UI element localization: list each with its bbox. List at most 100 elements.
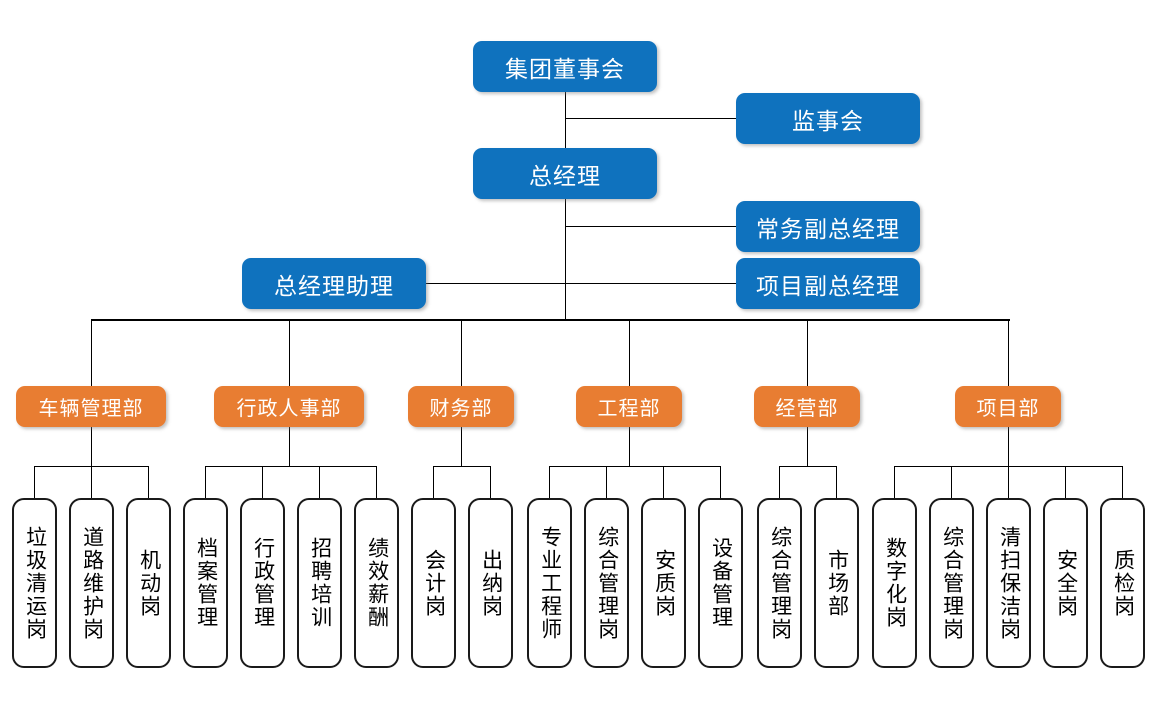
node-project-deputy-gm[interactable]: 项目副总经理 — [736, 258, 920, 309]
node-executive-deputy-gm-label: 常务副总经理 — [756, 215, 900, 242]
node-position-safety[interactable]: 安全岗 — [1043, 498, 1088, 668]
node-department-operations[interactable]: 经营部 — [754, 386, 860, 427]
drop-dept-5 — [807, 319, 808, 386]
dept4-bus — [549, 466, 721, 467]
dept6-drop-3 — [1008, 466, 1009, 498]
dept4-drop-2 — [606, 466, 607, 498]
node-department-engineering[interactable]: 工程部 — [576, 386, 682, 427]
dept2-drop-1 — [205, 466, 206, 498]
node-department-admin-hr[interactable]: 行政人事部 — [214, 386, 364, 427]
dept2-drop-2 — [262, 466, 263, 498]
dept6-drop-2 — [951, 466, 952, 498]
node-department-label: 行政人事部 — [236, 398, 342, 420]
node-position-label: 清扫保洁岗 — [997, 525, 1021, 641]
dept2-drop-3 — [319, 466, 320, 498]
node-department-label: 工程部 — [597, 398, 661, 420]
node-position-admin-management[interactable]: 行政管理 — [240, 498, 285, 668]
connector-gm-spine — [565, 199, 566, 319]
dept5-bus — [779, 466, 837, 467]
node-department-label: 财务部 — [429, 398, 493, 420]
node-position-label: 垃圾清运岗 — [23, 525, 47, 641]
node-position-waste-removal[interactable]: 垃圾清运岗 — [12, 498, 57, 668]
node-department-finance[interactable]: 财务部 — [408, 386, 514, 427]
node-position-professional-engineer[interactable]: 专业工程师 — [527, 498, 572, 668]
node-general-manager[interactable]: 总经理 — [473, 148, 657, 199]
dept4-drop-4 — [720, 466, 721, 498]
node-position-operations-general-management[interactable]: 综合管理岗 — [757, 498, 802, 668]
node-position-label: 综合管理岗 — [940, 525, 964, 641]
node-position-label: 招聘培训 — [308, 537, 332, 629]
drop-dept-2 — [289, 319, 290, 386]
node-gm-assistant-label: 总经理助理 — [274, 272, 394, 299]
connector-gm-to-exec-deputy — [565, 226, 736, 227]
department-bus — [91, 319, 1010, 321]
node-position-label: 绩效薪酬 — [365, 537, 389, 629]
node-position-label: 综合管理岗 — [595, 525, 619, 641]
node-gm-assistant[interactable]: 总经理助理 — [242, 258, 426, 309]
node-position-label: 档案管理 — [194, 537, 218, 629]
node-board-label: 集团董事会 — [505, 55, 625, 82]
node-position-digitalization[interactable]: 数字化岗 — [872, 498, 917, 668]
node-position-quality-inspection[interactable]: 质检岗 — [1100, 498, 1145, 668]
dept1-drop-1 — [34, 466, 35, 498]
node-department-label: 经营部 — [775, 398, 839, 420]
node-position-label: 市场部 — [825, 548, 849, 618]
node-position-marketing[interactable]: 市场部 — [814, 498, 859, 668]
node-position-performance-compensation[interactable]: 绩效薪酬 — [354, 498, 399, 668]
node-position-label: 行政管理 — [251, 537, 275, 629]
dept4-drop-3 — [663, 466, 664, 498]
dept1-drop-2 — [91, 466, 92, 498]
node-position-recruitment-training[interactable]: 招聘培训 — [297, 498, 342, 668]
node-position-label: 数字化岗 — [883, 537, 907, 629]
node-position-label: 质检岗 — [1111, 548, 1135, 618]
node-department-label: 车辆管理部 — [38, 398, 144, 420]
node-general-manager-label: 总经理 — [529, 162, 601, 189]
drop-dept-6 — [1008, 319, 1009, 386]
connector-gm-assistant — [426, 283, 566, 284]
node-position-label: 安全岗 — [1054, 548, 1078, 618]
drop-dept-1 — [91, 319, 92, 386]
node-position-archive-management[interactable]: 档案管理 — [183, 498, 228, 668]
dept2-stem — [289, 426, 290, 466]
node-position-label: 出纳岗 — [479, 548, 503, 618]
dept6-stem — [1008, 426, 1009, 466]
node-position-equipment-management[interactable]: 设备管理 — [698, 498, 743, 668]
dept5-drop-2 — [836, 466, 837, 498]
node-position-safety-quality[interactable]: 安质岗 — [641, 498, 686, 668]
node-position-accounting[interactable]: 会计岗 — [411, 498, 456, 668]
dept3-drop-2 — [490, 466, 491, 498]
dept3-bus — [433, 466, 491, 467]
dept2-drop-4 — [376, 466, 377, 498]
drop-dept-3 — [461, 319, 462, 386]
node-position-road-maintenance[interactable]: 道路维护岗 — [69, 498, 114, 668]
dept6-drop-4 — [1065, 466, 1066, 498]
dept3-stem — [461, 426, 462, 466]
dept6-drop-5 — [1122, 466, 1123, 498]
node-position-engineering-general-management[interactable]: 综合管理岗 — [584, 498, 629, 668]
dept4-stem — [629, 426, 630, 466]
node-supervisory-board[interactable]: 监事会 — [736, 93, 920, 144]
node-position-mobile-duty[interactable]: 机动岗 — [126, 498, 171, 668]
node-project-deputy-gm-label: 项目副总经理 — [756, 272, 900, 299]
node-position-label: 道路维护岗 — [80, 525, 104, 641]
node-position-label: 安质岗 — [652, 548, 676, 618]
node-position-cleaning-sanitation[interactable]: 清扫保洁岗 — [986, 498, 1031, 668]
node-department-vehicle-management[interactable]: 车辆管理部 — [16, 386, 166, 427]
dept5-drop-1 — [779, 466, 780, 498]
node-position-project-general-management[interactable]: 综合管理岗 — [929, 498, 974, 668]
node-board[interactable]: 集团董事会 — [473, 41, 657, 92]
node-position-label: 会计岗 — [422, 548, 446, 618]
node-supervisory-board-label: 监事会 — [792, 107, 864, 134]
node-executive-deputy-gm[interactable]: 常务副总经理 — [736, 201, 920, 252]
node-position-label: 设备管理 — [709, 537, 733, 629]
connector-board-to-supervisory — [565, 118, 736, 119]
dept2-bus — [205, 466, 377, 467]
node-position-cashier[interactable]: 出纳岗 — [468, 498, 513, 668]
node-position-label: 机动岗 — [137, 548, 161, 618]
dept5-stem — [807, 426, 808, 466]
dept6-drop-1 — [894, 466, 895, 498]
connector-board-to-gm — [565, 92, 566, 165]
node-department-project[interactable]: 项目部 — [955, 386, 1061, 427]
node-position-label: 综合管理岗 — [768, 525, 792, 641]
